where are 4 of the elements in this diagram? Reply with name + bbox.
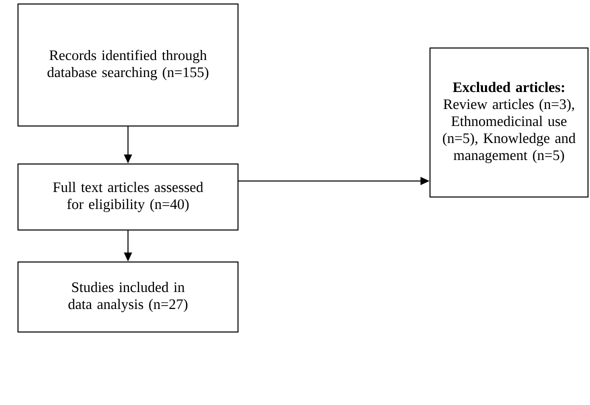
process-box: Full text articles assessed for eligibility (n=40) <box>18 164 238 230</box>
exclusion-box: Excluded articles: Review articles (n=3), Ethnomedicinal use (n=5), Knowledge and management (n=5) <box>430 48 588 198</box>
process-box: Studies included in data analysis (n=27) <box>18 262 238 332</box>
process-box: Records identified through database searching (n=155) <box>18 4 238 126</box>
